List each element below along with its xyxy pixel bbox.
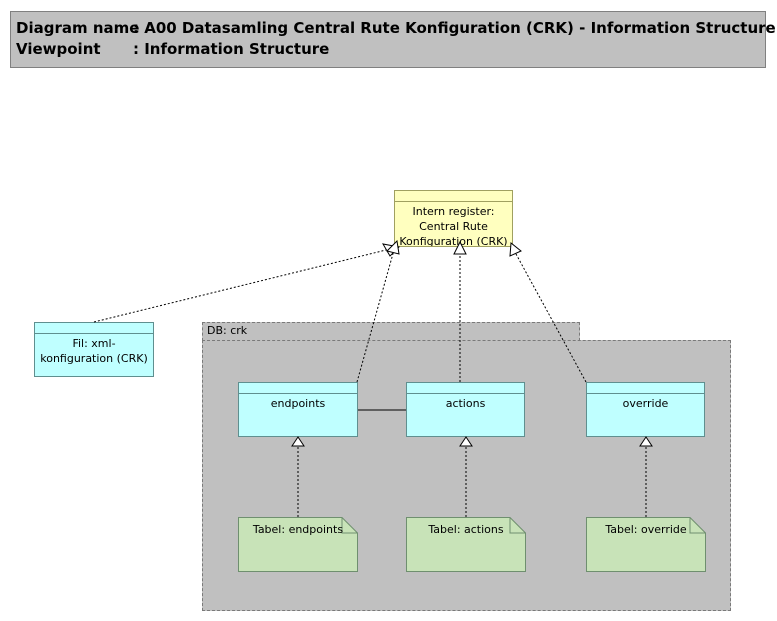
diagram-name-value: : A00 Datasamling Central Rute Konfigura… (133, 19, 776, 37)
object-header-bar (587, 383, 704, 394)
viewpoint-row: Viewpoint : Information Structure (16, 39, 329, 59)
endpoints-object[interactable]: endpoints (238, 382, 358, 437)
arrowhead-tabel-endpoints (291, 436, 305, 447)
intern-register-object[interactable]: Intern register: Central Rute Konfigurat… (394, 190, 513, 247)
artifact-shape (586, 517, 706, 572)
arrowhead-override (509, 242, 522, 257)
realization-fil-to-register (93, 249, 387, 323)
artifact-shape (238, 517, 358, 572)
object-header-bar (395, 191, 512, 202)
tabel-endpoints-label: Tabel: endpoints (252, 523, 344, 536)
realization-override-to-register (515, 253, 587, 383)
diagram-name-key: Diagram name (16, 19, 140, 37)
endpoints-label: endpoints (270, 397, 326, 410)
actions-label: actions (445, 397, 486, 410)
tabel-endpoints-artifact[interactable]: Tabel: endpoints (238, 517, 358, 572)
arrowhead-actions (453, 240, 467, 255)
tabel-actions-label: Tabel: actions (428, 523, 504, 536)
db-group-tab[interactable] (202, 322, 580, 341)
object-header-bar (239, 383, 357, 394)
viewpoint-key: Viewpoint (16, 40, 101, 58)
fil-xml-label: Fil: xml-konfiguration (CRK) (40, 337, 148, 365)
tabel-actions-artifact[interactable]: Tabel: actions (406, 517, 526, 572)
override-object[interactable]: override (586, 382, 705, 437)
override-label: override (622, 397, 669, 410)
object-header-bar (35, 323, 153, 334)
tabel-override-label: Tabel: override (605, 523, 687, 536)
db-group-label: DB: crk (207, 324, 248, 337)
actions-object[interactable]: actions (406, 382, 525, 437)
fil-xml-object[interactable]: Fil: xml-konfiguration (CRK) (34, 322, 154, 377)
viewpoint-value: : Information Structure (133, 40, 330, 58)
arrowhead-tabel-actions (459, 436, 473, 447)
object-header-bar (407, 383, 524, 394)
artifact-shape (406, 517, 526, 572)
diagram-header: Diagram name: A00 Datasamling Central Ru… (10, 11, 776, 68)
realization-endpoints-to-register (356, 249, 395, 383)
intern-register-label: Intern register: Central Rute Konfigurat… (399, 205, 508, 247)
arrowhead-endpoints (386, 239, 400, 255)
diagram-name-row: Diagram name: A00 Datasamling Central Ru… (16, 18, 776, 38)
arrowhead-tabel-override (639, 436, 653, 447)
tabel-override-artifact[interactable]: Tabel: override (586, 517, 706, 572)
